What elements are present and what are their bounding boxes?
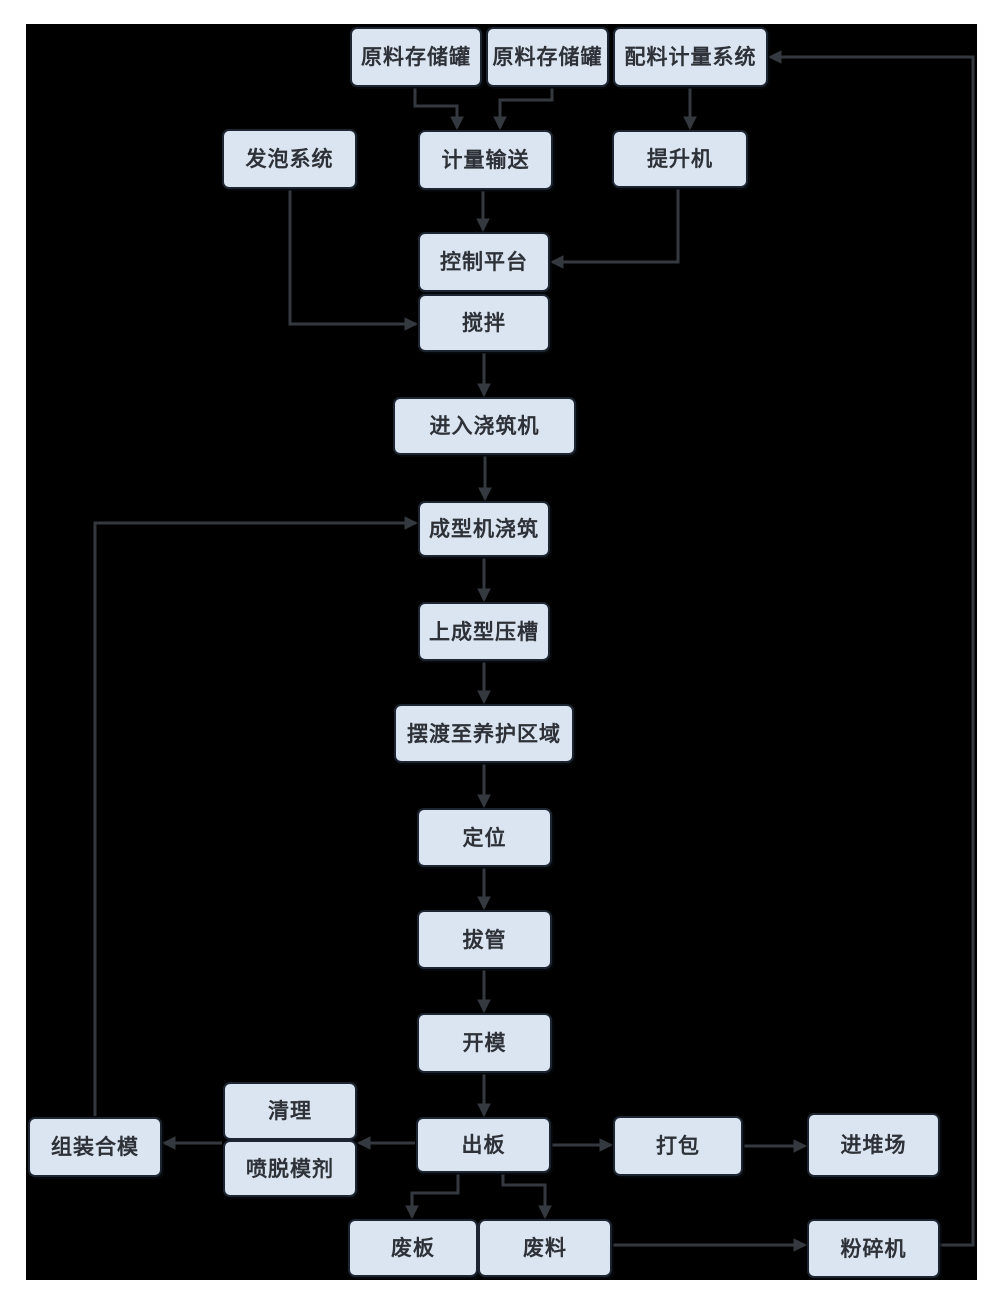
node-assemble: 组装合模 xyxy=(28,1117,162,1177)
node-ctrl: 控制平台 xyxy=(418,232,550,292)
node-locate: 定位 xyxy=(417,808,552,867)
node-tank1: 原料存储罐 xyxy=(350,27,482,87)
node-open: 开模 xyxy=(417,1013,552,1073)
node-lift: 提升机 xyxy=(612,130,748,188)
node-spray: 喷脱模剂 xyxy=(223,1140,357,1197)
node-mix: 搅拌 xyxy=(418,294,550,352)
node-batch: 配料计量系统 xyxy=(613,27,768,87)
node-foam: 发泡系统 xyxy=(222,129,357,189)
node-pull: 拔管 xyxy=(417,910,552,969)
node-pack: 打包 xyxy=(613,1116,743,1176)
node-wasteboard: 废板 xyxy=(348,1219,478,1277)
node-wastemat: 废料 xyxy=(478,1219,612,1277)
node-yard: 进堆场 xyxy=(807,1113,940,1177)
node-pourin: 进入浇筑机 xyxy=(393,397,576,455)
node-crusher: 粉碎机 xyxy=(807,1219,940,1278)
node-meter: 计量输送 xyxy=(418,130,553,190)
node-formpour: 成型机浇筑 xyxy=(418,501,550,557)
node-clean: 清理 xyxy=(223,1082,357,1140)
node-tank2: 原料存储罐 xyxy=(486,27,609,87)
node-out: 出板 xyxy=(416,1117,551,1173)
node-ferry: 摆渡至养护区域 xyxy=(394,704,574,763)
node-groove: 上成型压槽 xyxy=(418,602,550,661)
